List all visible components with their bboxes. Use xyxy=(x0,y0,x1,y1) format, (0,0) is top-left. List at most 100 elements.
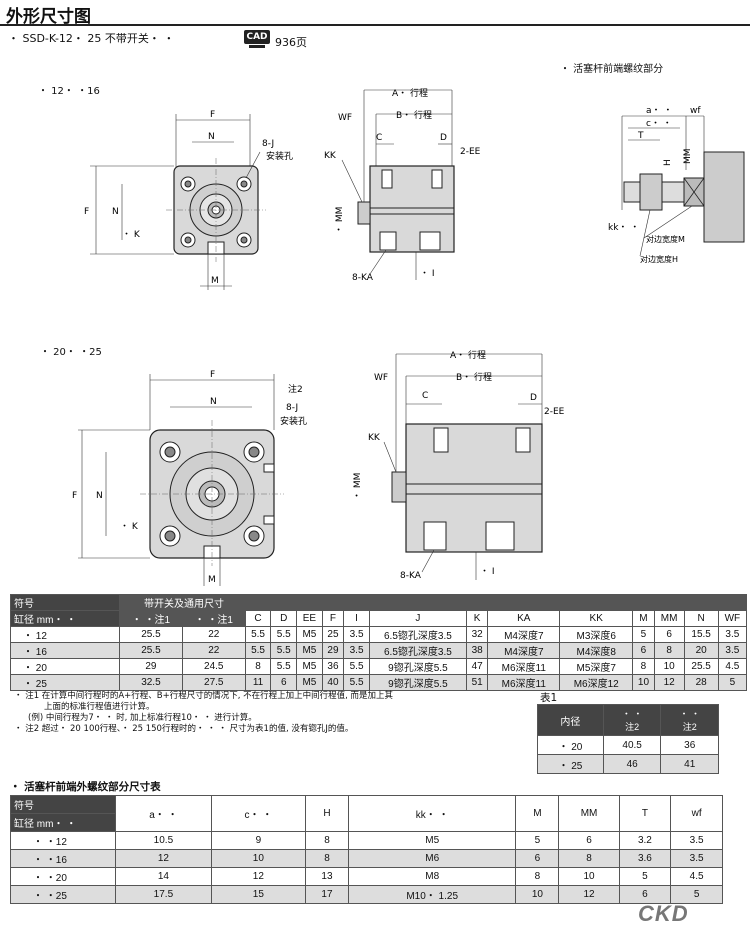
rod-col-header: H xyxy=(304,795,350,832)
dimension-table: 符号 带开关及通用尺寸 缸径 mm・ ・ ・ ・注1 ・ ・注1 C D EE … xyxy=(10,594,748,691)
rod-header-bore: 缸径 mm・ ・ xyxy=(10,813,116,832)
label-8J-2: 8-J xyxy=(286,403,298,413)
table1-title: 表1 xyxy=(540,692,558,704)
col-header: F xyxy=(321,610,345,627)
col-header: N xyxy=(683,610,719,627)
col-header: J xyxy=(368,610,467,627)
label-flat-M: 对边宽度M xyxy=(646,234,685,244)
rod-col-header: T xyxy=(618,795,672,832)
label-2EE-2: 2-EE xyxy=(544,407,565,417)
model-subtitle: ・ SSD-K-12・ 25 不带开关・ ・ xyxy=(8,32,175,45)
rod-col-header: a・ ・ xyxy=(115,795,212,832)
brand-logo: CKD xyxy=(638,901,689,926)
col-header: C xyxy=(244,610,272,627)
dim-K: ・ K xyxy=(122,230,141,240)
table1: 内径 ・ ・ 注2 ・ ・ 注2 ・ 20 40.5 36 ・ 25 46 41 xyxy=(537,704,719,774)
col-header: ・ ・注1 xyxy=(119,610,183,627)
label-flat-H: 对边宽度H xyxy=(640,254,678,264)
label-mount-hole-2: 安装孔 xyxy=(280,415,307,427)
dim-H: H xyxy=(663,159,673,166)
rod-col-header: MM xyxy=(558,795,620,832)
side-view-small-drawing: A・ 行程 B・ 行程 WF C D 2-EE KK ・ MM 8-KA ・ I xyxy=(324,87,481,283)
col-header: K xyxy=(465,610,489,627)
cad-label: CAD xyxy=(244,30,270,44)
col-header: EE xyxy=(296,610,323,627)
dim-A-stroke: A・ 行程 xyxy=(392,87,428,99)
page-reference[interactable]: 936页 xyxy=(275,36,307,49)
label-KK: KK xyxy=(324,151,337,161)
dim-a: a・ ・ xyxy=(646,106,672,116)
dim-K-2: ・ K xyxy=(120,522,139,532)
dim-MM-2: ・ MM xyxy=(353,473,363,500)
dim-F-2: F xyxy=(210,370,215,380)
page-title: 外形尺寸图 xyxy=(6,7,91,27)
title-divider xyxy=(0,24,750,26)
rod-thread-table: 符号 a・ ・ c・ ・ H kk・ ・ M MM T wf 缸径 mm・ ・ … xyxy=(10,795,723,904)
dim-F: F xyxy=(210,110,215,120)
dim-T: T xyxy=(637,131,644,141)
table1-header-col: ・ ・ 注2 xyxy=(660,704,719,736)
dim-M: M xyxy=(211,276,219,286)
col-header: KA xyxy=(487,610,561,627)
header-group: 带开关及通用尺寸 xyxy=(119,594,747,611)
table-row: ・ 25 46 41 xyxy=(537,754,719,774)
header-symbol: 符号 xyxy=(10,594,120,611)
dim-B-stroke-2: B・ 行程 xyxy=(456,371,492,383)
col-header: KK xyxy=(559,610,634,627)
footnotes: ・ 注1 在计算中间行程时的A+行程、B+行程尺寸的情况下, 不在行程上加上中间… xyxy=(14,691,514,735)
rod-end-detail-drawing: a・ ・ wf c・ ・ T MM H kk・ ・ 对边宽度M 对边宽度H xyxy=(608,106,745,264)
bore-label-20-25: ・ 20・ ・25 xyxy=(40,347,102,358)
note-line: ・ 注2 超过・ 20 100行程、・ 25 150行程时的・ ・ ・ 尺寸为表… xyxy=(14,724,354,734)
front-view-large-drawing: F N 注2 8-J 安装孔 F N ・ K M xyxy=(72,370,307,586)
label-8J: 8-J xyxy=(262,139,274,149)
rod-table-title: ・ 活塞杆前端外螺纹部分尺寸表 xyxy=(10,781,161,793)
note-line: (例) 中间行程为7・ ・ 时, 加上标准行程10・ ・ 进行计算。 xyxy=(28,713,257,723)
dim-I: ・ I xyxy=(420,269,435,279)
rod-thread-section-label: ・ 活塞杆前端螺纹部分 xyxy=(560,64,664,75)
col-header: D xyxy=(270,610,298,627)
rod-col-header: c・ ・ xyxy=(210,795,306,832)
header-bore: 缸径 mm・ ・ xyxy=(10,610,120,627)
label-mount-hole: 安装孔 xyxy=(266,150,293,162)
col-header: MM xyxy=(653,610,685,627)
table1-header-bore: 内径 xyxy=(537,704,604,736)
dim-C: C xyxy=(376,133,382,143)
dim-MM: ・ MM xyxy=(335,207,345,234)
side-view-large-drawing: A・ 行程 B・ 行程 WF C D 2-EE KK ・ MM 8-KA ・ I xyxy=(353,349,565,581)
rod-col-header: kk・ ・ xyxy=(348,795,517,832)
label-2EE: 2-EE xyxy=(460,147,481,157)
dim-D: D xyxy=(440,133,447,143)
dim-c: c・ ・ xyxy=(646,119,672,129)
rod-col-header: M xyxy=(515,795,560,832)
col-header: WF xyxy=(717,610,748,627)
dim-WF: WF xyxy=(338,113,352,123)
col-header: I xyxy=(343,610,370,627)
dim-M-2: M xyxy=(208,575,216,585)
bore-label-12-16: ・ 12・ ・16 xyxy=(38,86,100,97)
table-row: ・ 20 40.5 36 xyxy=(537,735,719,755)
dim-N-2: N xyxy=(210,397,217,407)
dim-wf: wf xyxy=(690,106,701,116)
rod-col-header: wf xyxy=(670,795,723,832)
dim-kk: kk・ ・ xyxy=(608,223,639,233)
note-line: 上面的标准行程值进行计算。 xyxy=(44,702,155,712)
dim-N-2-vertical: N xyxy=(96,491,103,501)
dim-C-2: C xyxy=(422,391,428,401)
dim-D-2: D xyxy=(530,393,537,403)
cad-icon[interactable]: CAD xyxy=(244,30,270,48)
col-header: ・ ・注1 xyxy=(181,610,246,627)
rod-header-symbol: 符号 xyxy=(10,795,116,814)
dim-MM-rod: MM xyxy=(683,148,693,164)
label-8KA: 8-KA xyxy=(352,273,374,283)
table1-header-col: ・ ・ 注2 xyxy=(602,704,662,736)
dim-F-2-vertical: F xyxy=(72,491,77,501)
label-8KA-2: 8-KA xyxy=(400,571,422,581)
dim-N: N xyxy=(208,132,215,142)
dim-N-vertical: N xyxy=(112,207,119,217)
